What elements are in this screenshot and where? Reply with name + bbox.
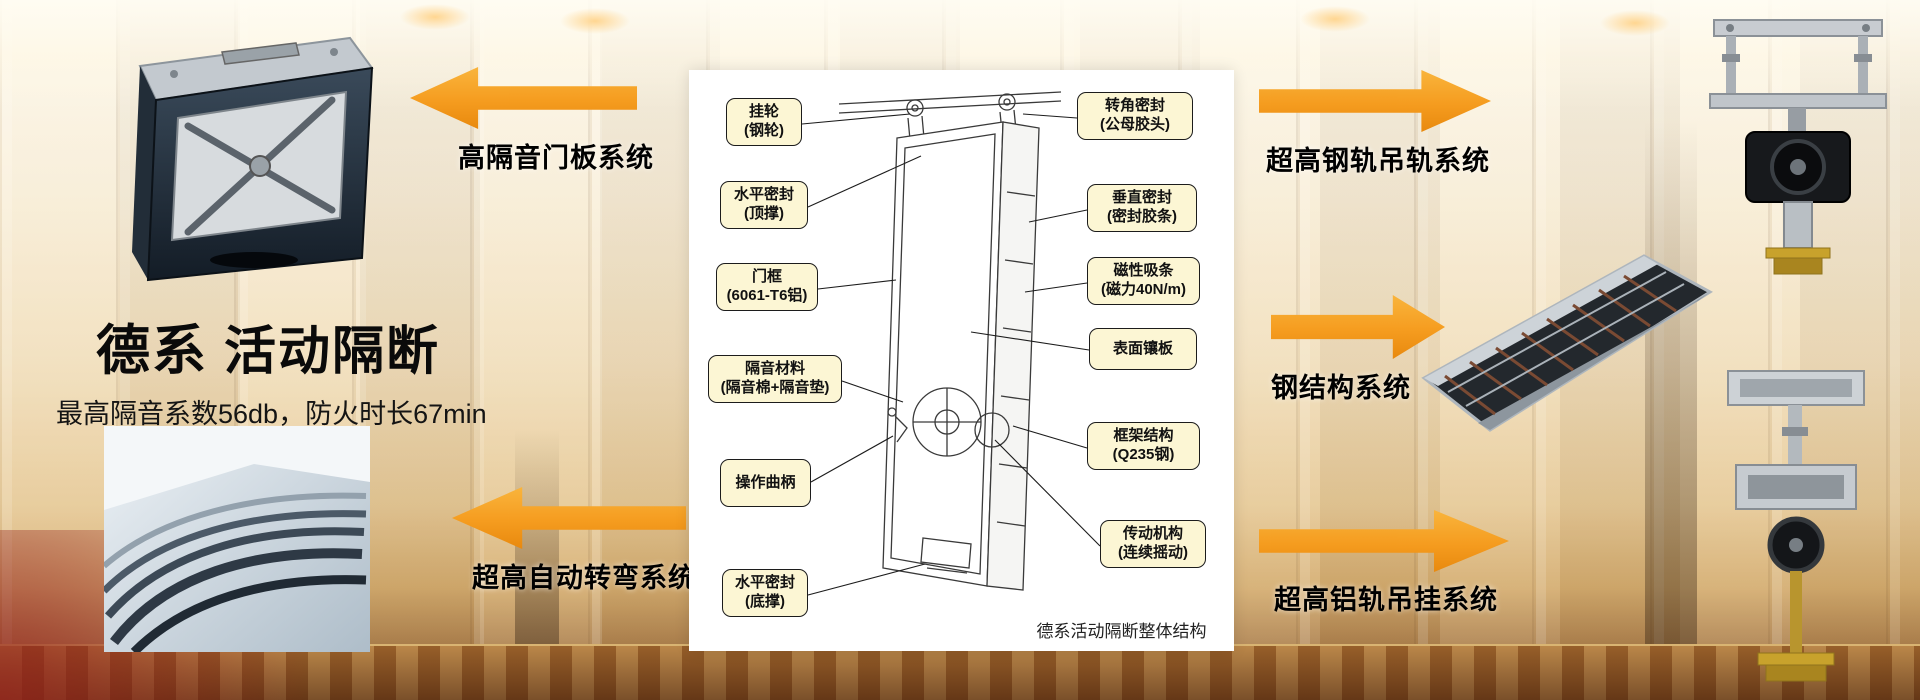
callout-frame-structure: 框架结构 (Q235钢) <box>1087 422 1200 470</box>
callout-drive-mechanism: 传动机构 (连续摇动) <box>1100 520 1206 568</box>
door-panel-photo-art <box>132 36 374 282</box>
ceiling-light-icon <box>400 4 470 30</box>
callout-leader-lines <box>801 113 1101 596</box>
ceiling-light-icon <box>1300 6 1370 32</box>
alu-rail-system-label: 超高铝轨吊挂系统 <box>1274 585 1498 615</box>
doorway-shadow-left <box>515 430 559 648</box>
steel-rail-system-label: 超高钢轨吊轨系统 <box>1266 146 1490 176</box>
callout-door-frame: 门框 (6061-T6铝) <box>716 263 818 311</box>
brand-title-secondary: 活动隔断 <box>224 323 441 381</box>
callout-operating-crank: 操作曲柄 <box>720 459 811 507</box>
partition-line-drawing <box>801 91 1101 596</box>
steel-rail-trolley-photo <box>1696 10 1900 284</box>
callout-surface-panel: 表面镶板 <box>1089 328 1197 370</box>
steel-rail-trolley-photo-art <box>1709 19 1887 275</box>
callout-magnetic-strip: 磁性吸条 (磁力40N/m) <box>1087 257 1200 305</box>
ceiling-light-icon <box>560 8 630 34</box>
callout-hanging-wheel: 挂轮 (钢轮) <box>726 98 802 146</box>
diagram-caption: 德系活动隔断整体结构 <box>1036 622 1207 641</box>
door-panel-photo <box>104 22 386 308</box>
structure-diagram-panel: 挂轮 (钢轮) 水平密封 (顶撑) 门框 (6061-T6铝) 隔音材料 (隔音… <box>689 70 1234 651</box>
doorway-shadow-right <box>1645 120 1697 648</box>
steel-structure-system-label: 钢结构系统 <box>1271 373 1411 403</box>
ceiling-light-icon <box>1600 10 1670 36</box>
auto-turn-system-label: 超高自动转弯系统 <box>472 563 696 593</box>
brand-title-primary: 德系 <box>96 321 208 381</box>
curved-track-photo <box>104 426 370 652</box>
alu-rail-hanger-photo <box>1700 365 1892 692</box>
spec-subtitle: 最高隔音系数56db，防火时长67min <box>56 399 487 429</box>
callout-horizontal-seal-top: 水平密封 (顶撑) <box>720 181 808 229</box>
callout-vertical-seal: 垂直密封 (密封胶条) <box>1087 184 1197 232</box>
callout-sound-insulation: 隔音材料 (隔音棉+隔音垫) <box>708 355 842 403</box>
curved-track-photo-art <box>104 426 370 652</box>
steel-structure-photo-art <box>1421 254 1713 432</box>
callout-corner-seal: 转角密封 (公母胶头) <box>1077 92 1193 140</box>
alu-rail-hanger-photo-art <box>1727 370 1865 682</box>
steel-structure-photo <box>1418 230 1714 455</box>
door-panel-system-label: 高隔音门板系统 <box>458 143 654 173</box>
brand-title: 德系活动隔断 <box>96 306 440 385</box>
callout-horizontal-seal-bottom: 水平密封 (底撑) <box>722 569 808 617</box>
